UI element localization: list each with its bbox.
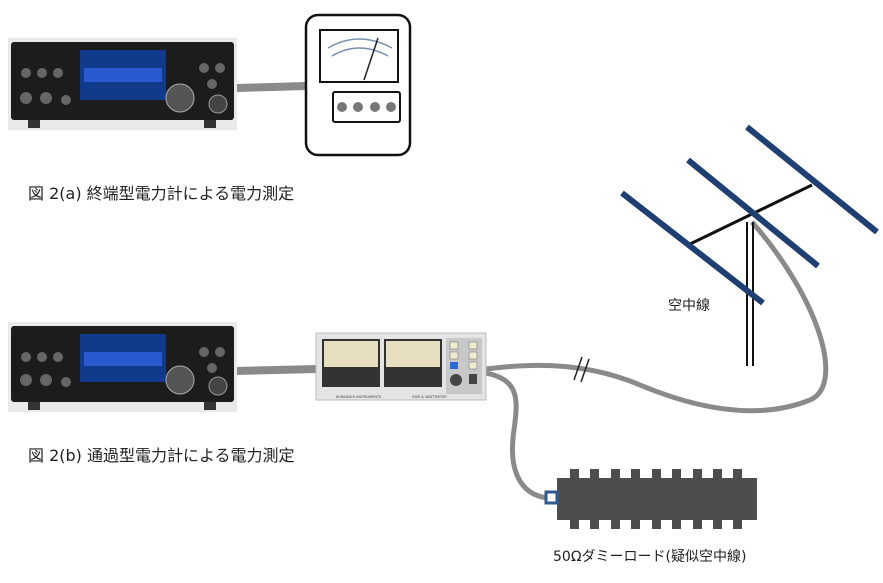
terminating-power-meter (304, 13, 412, 157)
wattmeter-model: SWR & WATTMETER (412, 395, 447, 399)
caption-fig-2b: 図 2(b) 通過型電力計による電力測定 (28, 446, 295, 465)
dummy-load-label: 50Ωダミーロード(疑似空中線) (553, 549, 747, 565)
cable-radio-a-to-meter (235, 82, 307, 92)
cable-radio-b-to-wattmeter (235, 365, 319, 375)
dummy-load-connector (544, 490, 559, 505)
caption-fig-2a: 図 2(a) 終端型電力計による電力測定 (28, 184, 295, 203)
dummy-load (544, 469, 757, 529)
yagi-antenna (620, 124, 879, 366)
cable-wattmeter-to-antenna (485, 220, 829, 414)
cable-break-mark (573, 356, 590, 383)
transceiver-b (8, 322, 237, 412)
wattmeter-brand: KURANISHI INSTRUMENTS (336, 395, 382, 399)
swr-wattmeter: KURANISHI INSTRUMENTS SWR & WATTMETER (315, 332, 487, 401)
cable-wattmeter-to-dummy (485, 370, 549, 501)
transceiver-a (8, 38, 237, 130)
antenna-label: 空中線 (668, 298, 710, 314)
